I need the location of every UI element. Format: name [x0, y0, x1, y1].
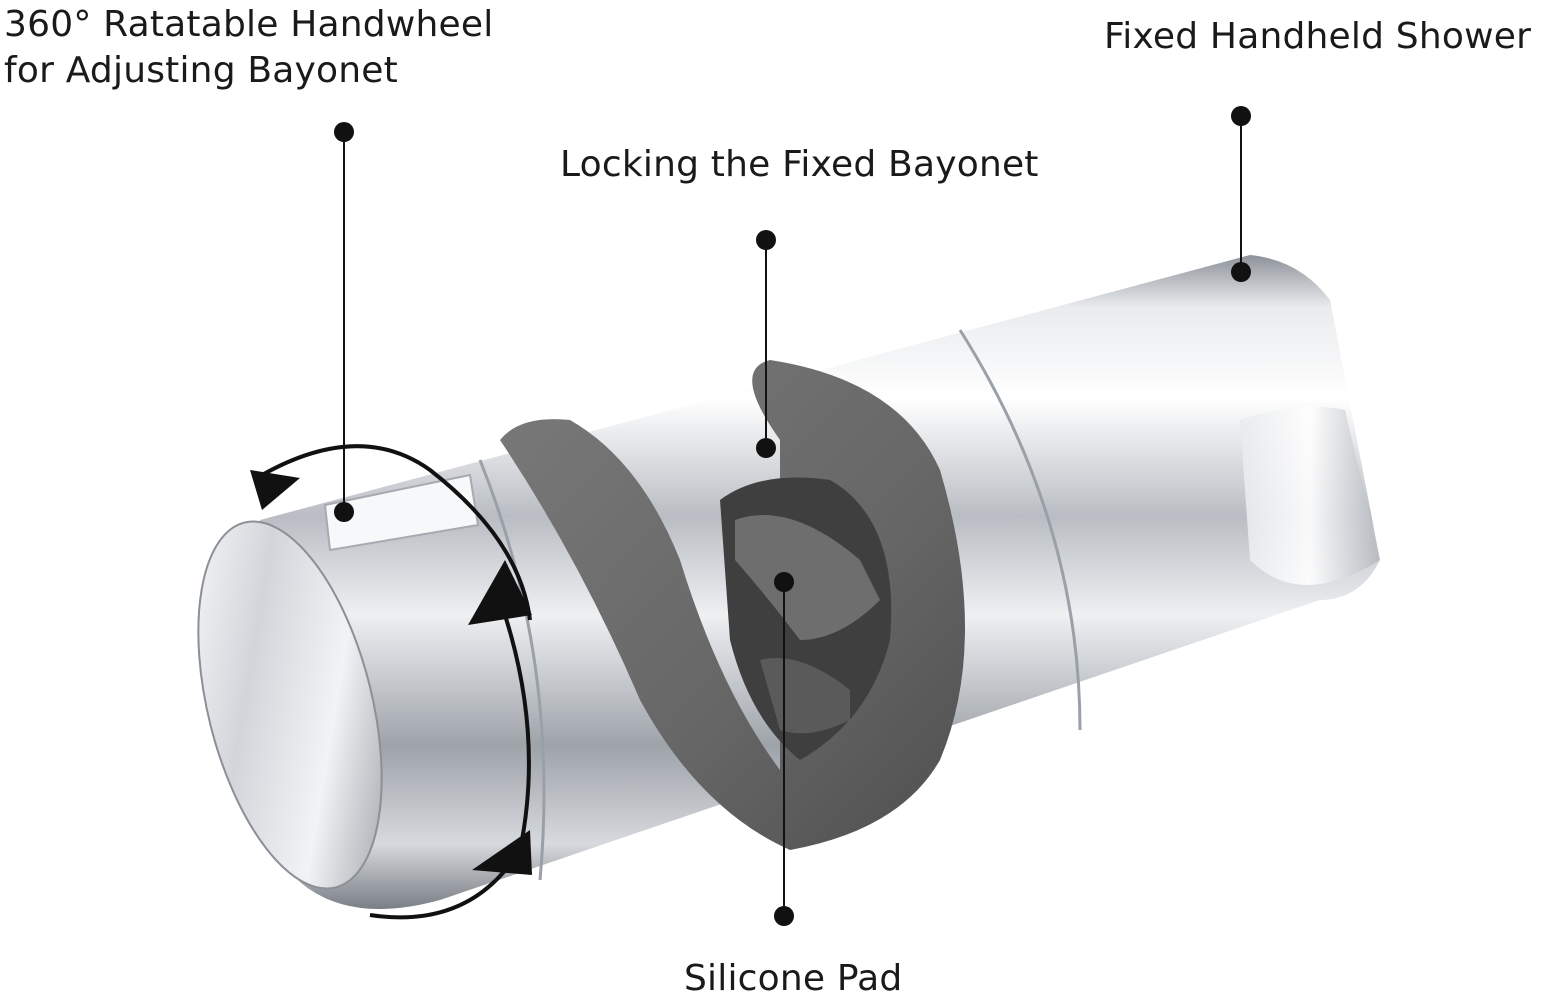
rotation-arrows-icon: [250, 444, 532, 920]
dot-handwheel-bottom: [334, 502, 354, 522]
label-handwheel-line1: 360° Ratatable Handwheel: [4, 4, 494, 45]
label-handwheel-line2: for Adjusting Bayonet: [4, 50, 398, 92]
arrowhead-top-left: [250, 470, 300, 510]
dot-shower-top: [1231, 106, 1251, 126]
label-handwheel: 360° Ratatable Handwheel for Adjusting B…: [4, 2, 493, 94]
label-silicone-pad: Silicone Pad: [684, 958, 903, 999]
silicone-pad: [735, 515, 880, 640]
dot-silicone-top: [774, 572, 794, 592]
arrowhead-right: [468, 560, 532, 625]
dot-shower-bottom: [1231, 262, 1251, 282]
dot-locking-bottom: [756, 438, 776, 458]
rotation-arc-right: [498, 599, 531, 851]
silicone-clamp: [500, 360, 965, 850]
handwheel-slot: [323, 473, 480, 552]
arrowhead-bottom: [472, 830, 532, 875]
seam-right: [958, 329, 1082, 731]
label-locking-bayonet: Locking the Fixed Bayonet: [560, 144, 1039, 185]
cradle-interior: [1240, 406, 1380, 585]
rotation-arc-top: [261, 444, 532, 621]
silicone-pad-lower: [760, 658, 850, 734]
dot-silicone-bottom: [774, 906, 794, 926]
annotation-leaders: [334, 106, 1251, 926]
handwheel-cap: [197, 520, 383, 890]
silicone-ring-outer: [500, 360, 965, 850]
label-fixed-handheld-shower: Fixed Handheld Shower: [1104, 16, 1532, 57]
seam-left: [478, 459, 546, 881]
dot-locking-top: [756, 230, 776, 250]
dot-handwheel-top: [334, 122, 354, 142]
